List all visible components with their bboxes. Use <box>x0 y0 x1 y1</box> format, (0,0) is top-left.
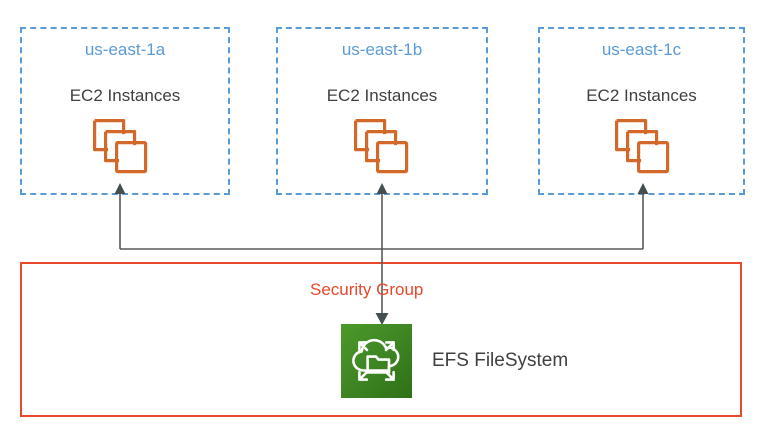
resource-label-ec2-instances-us-east-1a: EC2 Instances <box>69 86 181 105</box>
availability-zone-box-us-east-1a[interactable] <box>20 27 230 195</box>
efs-filesystem-label: EFS FileSystem <box>432 350 569 371</box>
efs-filesystem-icon[interactable] <box>341 324 412 398</box>
resource-label-ec2-instances-us-east-1c: EC2 Instances <box>586 86 697 105</box>
availability-zone-box-us-east-1c[interactable] <box>538 27 745 195</box>
availability-zone-label-us-east-1b: us-east-1b <box>341 40 423 59</box>
resource-label-ec2-instances-us-east-1b: EC2 Instances <box>326 86 438 105</box>
availability-zone-label-us-east-1c: us-east-1c <box>601 40 682 59</box>
ec2-instances-icon[interactable] <box>353 118 415 176</box>
ec2-instances-icon[interactable] <box>92 118 154 176</box>
availability-zone-label-us-east-1a: us-east-1a <box>84 40 166 59</box>
ec2-instances-icon[interactable] <box>614 118 676 176</box>
security-group-label: Security Group <box>310 280 424 299</box>
security-group-box[interactable] <box>20 262 742 417</box>
